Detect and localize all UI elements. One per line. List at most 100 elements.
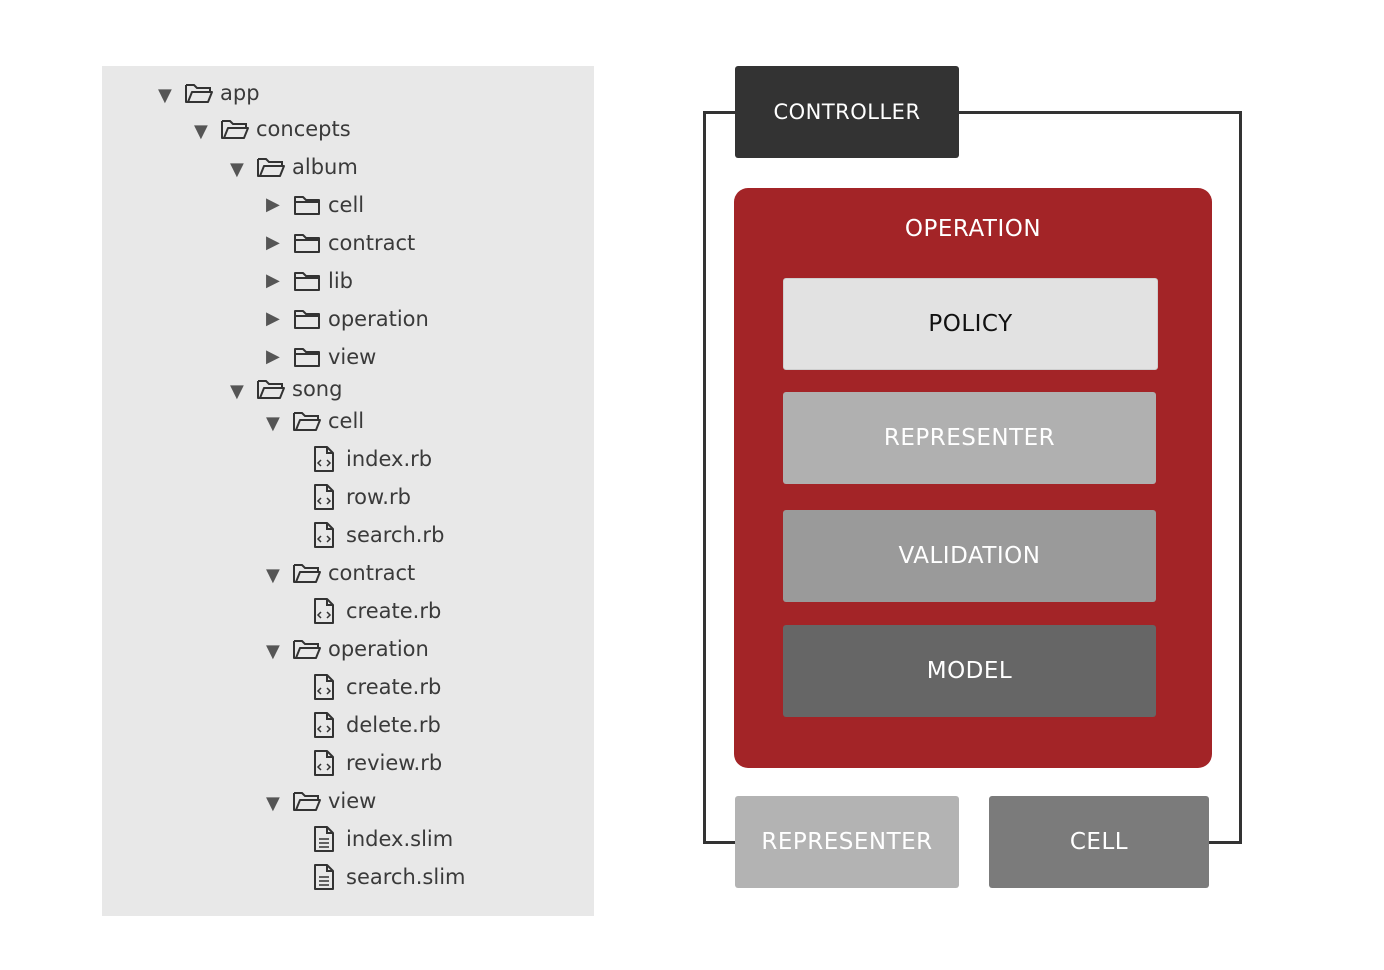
tree-file-search.rb[interactable]: search.rb — [312, 520, 444, 550]
representer-outer-label: REPRESENTER — [761, 829, 933, 855]
code-file-icon — [312, 673, 346, 701]
tree-folder-cell[interactable]: ▼ cell — [266, 406, 364, 436]
policy-label: POLICY — [928, 311, 1013, 337]
tree-folder-app[interactable]: ▼ app — [158, 78, 260, 108]
folder-open-icon — [256, 375, 292, 403]
tree-item-label: song — [292, 377, 343, 401]
caret-right-icon[interactable]: ▶ — [266, 346, 280, 367]
caret-down-icon[interactable]: ▼ — [266, 565, 280, 586]
tree-item-label: index.slim — [346, 827, 454, 851]
folder-open-icon — [292, 407, 328, 435]
tree-folder-contract[interactable]: ▼ contract — [266, 558, 415, 588]
frame-line-top-right — [958, 111, 1242, 114]
tree-folder-contract[interactable]: ▶ contract — [266, 228, 415, 258]
tree-item-label: operation — [328, 637, 429, 661]
representer-inner-box: REPRESENTER — [783, 392, 1156, 484]
tree-item-label: delete.rb — [346, 713, 441, 737]
frame-line-top-left — [703, 111, 736, 114]
folder-open-icon — [184, 79, 220, 107]
tree-folder-operation[interactable]: ▶ operation — [266, 304, 429, 334]
folder-icon — [292, 305, 328, 333]
tree-file-create.rb[interactable]: create.rb — [312, 596, 441, 626]
folder-icon — [292, 343, 328, 371]
tree-folder-view[interactable]: ▶ view — [266, 342, 376, 372]
text-file-icon — [312, 863, 346, 891]
tree-item-label: index.rb — [346, 447, 433, 471]
caret-down-icon[interactable]: ▼ — [194, 121, 208, 142]
code-file-icon — [312, 711, 346, 739]
model-label: MODEL — [926, 658, 1013, 684]
folder-icon — [292, 191, 328, 219]
tree-item-label: search.rb — [346, 523, 445, 547]
tree-item-label: contract — [328, 231, 416, 255]
representer-inner-label: REPRESENTER — [883, 425, 1056, 451]
tree-folder-operation[interactable]: ▼ operation — [266, 634, 429, 664]
tree-item-label: concepts — [256, 117, 351, 141]
tree-item-label: view — [328, 789, 377, 813]
file-tree-panel — [102, 66, 594, 916]
tree-folder-lib[interactable]: ▶ lib — [266, 266, 353, 296]
frame-line-bottom-left — [703, 841, 736, 844]
frame-line-bottom-right — [1208, 841, 1242, 844]
tree-file-index.rb[interactable]: index.rb — [312, 444, 432, 474]
folder-open-icon — [256, 153, 292, 181]
model-box: MODEL — [783, 625, 1156, 717]
cell-box: CELL — [989, 796, 1209, 888]
operation-label: OPERATION — [904, 216, 1042, 242]
caret-down-icon[interactable]: ▼ — [158, 85, 172, 106]
tree-file-index.slim[interactable]: index.slim — [312, 824, 453, 854]
folder-open-icon — [220, 115, 256, 143]
policy-box: POLICY — [783, 278, 1158, 370]
tree-file-search.slim[interactable]: search.slim — [312, 862, 466, 892]
code-file-icon — [312, 597, 346, 625]
tree-item-label: create.rb — [346, 675, 442, 699]
tree-item-label: cell — [328, 193, 365, 217]
tree-file-create.rb[interactable]: create.rb — [312, 672, 441, 702]
folder-open-icon — [292, 787, 328, 815]
tree-item-label: operation — [328, 307, 429, 331]
tree-item-label: lib — [328, 269, 353, 293]
code-file-icon — [312, 749, 346, 777]
tree-folder-album[interactable]: ▼ album — [230, 152, 358, 182]
controller-box: CONTROLLER — [735, 66, 959, 158]
validation-label: VALIDATION — [898, 543, 1041, 569]
caret-down-icon[interactable]: ▼ — [266, 641, 280, 662]
tree-file-row.rb[interactable]: row.rb — [312, 482, 411, 512]
tree-folder-cell[interactable]: ▶ cell — [266, 190, 364, 220]
tree-folder-view[interactable]: ▼ view — [266, 786, 376, 816]
validation-box: VALIDATION — [783, 510, 1156, 602]
tree-item-label: create.rb — [346, 599, 442, 623]
tree-item-label: search.slim — [346, 865, 466, 889]
tree-item-label: row.rb — [346, 485, 411, 509]
tree-folder-concepts[interactable]: ▼ concepts — [194, 114, 351, 144]
caret-right-icon[interactable]: ▶ — [266, 194, 280, 215]
caret-right-icon[interactable]: ▶ — [266, 270, 280, 291]
representer-outer-box: REPRESENTER — [735, 796, 959, 888]
caret-down-icon[interactable]: ▼ — [230, 381, 244, 402]
folder-open-icon — [292, 635, 328, 663]
tree-item-label: album — [292, 155, 358, 179]
folder-icon — [292, 229, 328, 257]
frame-line-right — [1239, 111, 1242, 844]
caret-right-icon[interactable]: ▶ — [266, 308, 280, 329]
frame-line-left — [703, 111, 706, 844]
tree-item-label: cell — [328, 409, 365, 433]
tree-item-label: app — [220, 81, 260, 105]
caret-down-icon[interactable]: ▼ — [230, 159, 244, 180]
tree-folder-song[interactable]: ▼ song — [230, 374, 342, 404]
caret-down-icon[interactable]: ▼ — [266, 793, 280, 814]
tree-file-review.rb[interactable]: review.rb — [312, 748, 442, 778]
code-file-icon — [312, 483, 346, 511]
controller-label: CONTROLLER — [773, 100, 921, 124]
code-file-icon — [312, 521, 346, 549]
text-file-icon — [312, 825, 346, 853]
tree-item-label: contract — [328, 561, 416, 585]
tree-item-label: view — [328, 345, 377, 369]
caret-right-icon[interactable]: ▶ — [266, 232, 280, 253]
caret-down-icon[interactable]: ▼ — [266, 413, 280, 434]
tree-item-label: review.rb — [346, 751, 443, 775]
folder-icon — [292, 267, 328, 295]
folder-open-icon — [292, 559, 328, 587]
tree-file-delete.rb[interactable]: delete.rb — [312, 710, 441, 740]
code-file-icon — [312, 445, 346, 473]
